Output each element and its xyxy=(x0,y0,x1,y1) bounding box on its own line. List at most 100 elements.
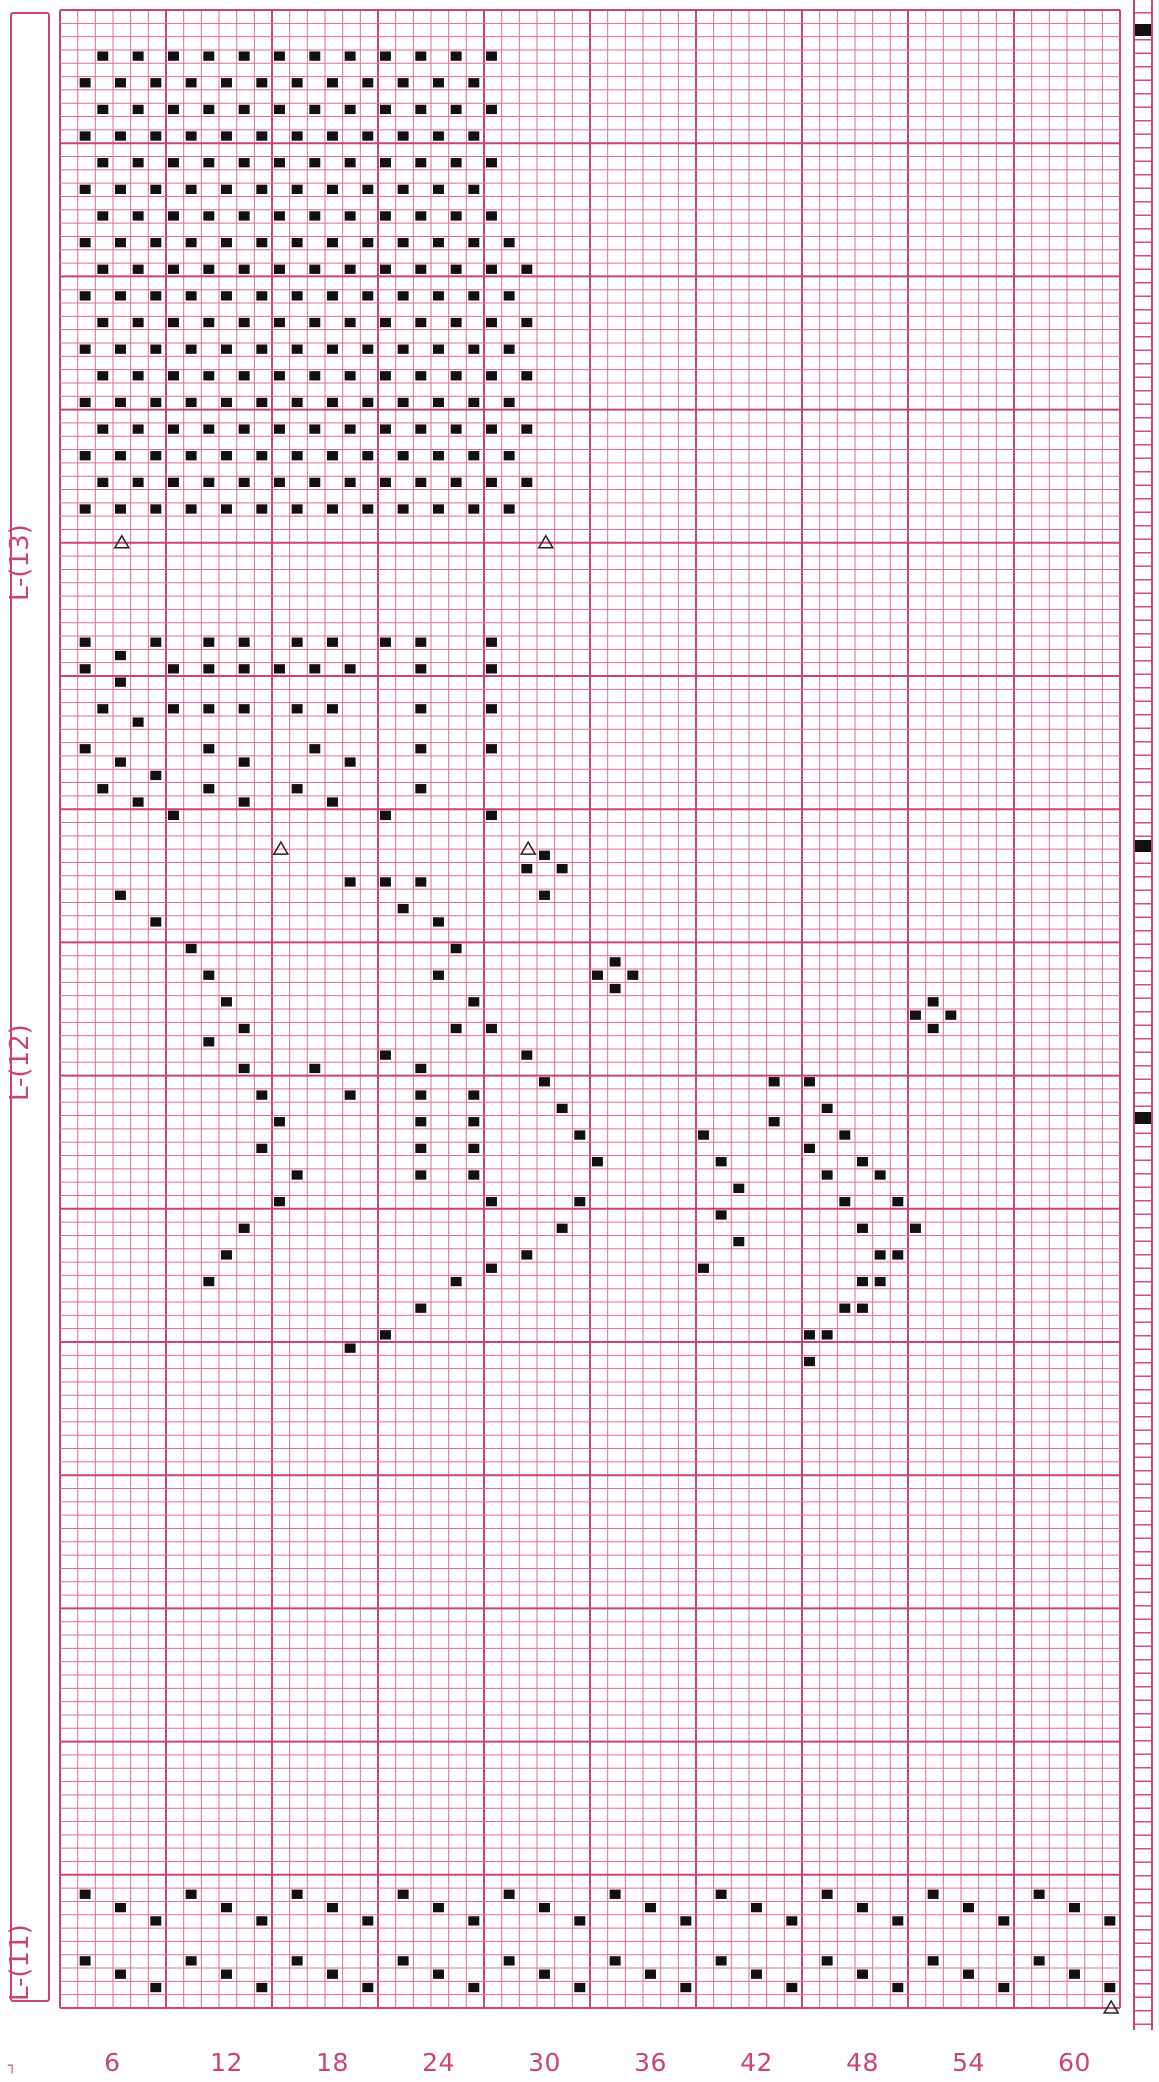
punched-cell xyxy=(362,1916,373,1925)
punched-cell xyxy=(433,398,444,407)
column-number: 60 xyxy=(1058,2048,1091,2077)
punched-cell xyxy=(733,1184,744,1193)
punched-cell xyxy=(292,78,303,87)
punched-cell xyxy=(97,158,108,167)
punched-cell xyxy=(539,1970,550,1979)
punched-cell xyxy=(239,158,250,167)
punched-cell xyxy=(1104,1916,1115,1925)
punched-cell xyxy=(680,1916,691,1925)
punched-cell xyxy=(415,877,426,886)
punched-cell xyxy=(97,211,108,220)
punched-cell xyxy=(415,158,426,167)
punched-cell xyxy=(468,1170,479,1179)
punched-cell xyxy=(97,784,108,793)
punched-cell xyxy=(239,664,250,673)
punched-cell xyxy=(451,211,462,220)
punched-cell xyxy=(292,638,303,647)
punched-cell xyxy=(415,265,426,274)
punched-cell xyxy=(486,158,497,167)
punched-cell xyxy=(504,1956,515,1965)
punched-cell xyxy=(504,504,515,513)
punched-cell xyxy=(468,1144,479,1153)
punched-cell xyxy=(292,131,303,140)
punched-cell xyxy=(486,1024,497,1033)
punched-cell xyxy=(486,105,497,114)
punched-cell xyxy=(327,345,338,354)
punched-cell xyxy=(468,997,479,1006)
punched-cell xyxy=(150,451,161,460)
punched-cell xyxy=(186,131,197,140)
punched-cell xyxy=(415,1064,426,1073)
punched-cell xyxy=(998,1916,1009,1925)
punched-cell xyxy=(380,1330,391,1339)
punched-cell xyxy=(892,1250,903,1259)
punched-cell xyxy=(486,1197,497,1206)
punched-cell xyxy=(486,265,497,274)
punched-cell xyxy=(380,318,391,327)
punched-cell xyxy=(892,1197,903,1206)
punched-cell xyxy=(221,185,232,194)
punched-cell xyxy=(327,1903,338,1912)
punched-cell xyxy=(327,398,338,407)
punched-cell xyxy=(80,398,91,407)
punched-cell xyxy=(963,1903,974,1912)
punched-cell xyxy=(274,211,285,220)
punched-cell xyxy=(698,1264,709,1273)
punched-cell xyxy=(804,1330,815,1339)
punched-cell xyxy=(115,238,126,247)
punched-cell xyxy=(468,238,479,247)
punched-cell xyxy=(115,398,126,407)
punched-cell xyxy=(345,1090,356,1099)
punched-cell xyxy=(203,784,214,793)
punched-cell xyxy=(433,917,444,926)
punched-cell xyxy=(239,424,250,433)
punched-cell xyxy=(203,51,214,60)
punched-cell xyxy=(910,1011,921,1020)
punched-cell xyxy=(451,51,462,60)
column-number: 12 xyxy=(210,2048,243,2077)
punched-cell xyxy=(80,238,91,247)
punched-cell xyxy=(327,131,338,140)
punched-cell xyxy=(521,1050,532,1059)
punched-cell xyxy=(115,504,126,513)
punched-cell xyxy=(150,78,161,87)
punched-cell xyxy=(822,1330,833,1339)
punched-cell xyxy=(928,997,939,1006)
punched-cell xyxy=(221,1903,232,1912)
punched-cell xyxy=(716,1157,727,1166)
punched-cell xyxy=(186,504,197,513)
punched-cell xyxy=(327,291,338,300)
punched-cell xyxy=(221,291,232,300)
punched-cell xyxy=(998,1983,1009,1992)
punched-cell xyxy=(327,504,338,513)
punched-cell xyxy=(239,105,250,114)
punched-cell xyxy=(875,1250,886,1259)
punched-cell xyxy=(150,345,161,354)
punched-cell xyxy=(150,1916,161,1925)
punched-cell xyxy=(928,1956,939,1965)
punched-cell xyxy=(292,185,303,194)
punched-cell xyxy=(592,1157,603,1166)
punched-cell xyxy=(221,78,232,87)
punched-cell xyxy=(309,211,320,220)
punched-cell xyxy=(150,398,161,407)
punched-cell xyxy=(203,211,214,220)
punched-cell xyxy=(398,185,409,194)
punched-cell xyxy=(645,1903,656,1912)
punched-cell xyxy=(150,917,161,926)
punched-cell xyxy=(186,78,197,87)
punched-cell xyxy=(415,51,426,60)
punched-cell xyxy=(150,238,161,247)
punched-cell xyxy=(274,1197,285,1206)
punched-cell xyxy=(380,811,391,820)
punched-cell xyxy=(309,51,320,60)
punched-cell xyxy=(186,345,197,354)
punched-cell xyxy=(150,1983,161,1992)
punched-cell xyxy=(239,265,250,274)
punched-cell xyxy=(433,971,444,980)
punched-cell xyxy=(256,1090,267,1099)
punched-cell xyxy=(168,478,179,487)
punched-cell xyxy=(203,664,214,673)
punched-cell xyxy=(786,1983,797,1992)
